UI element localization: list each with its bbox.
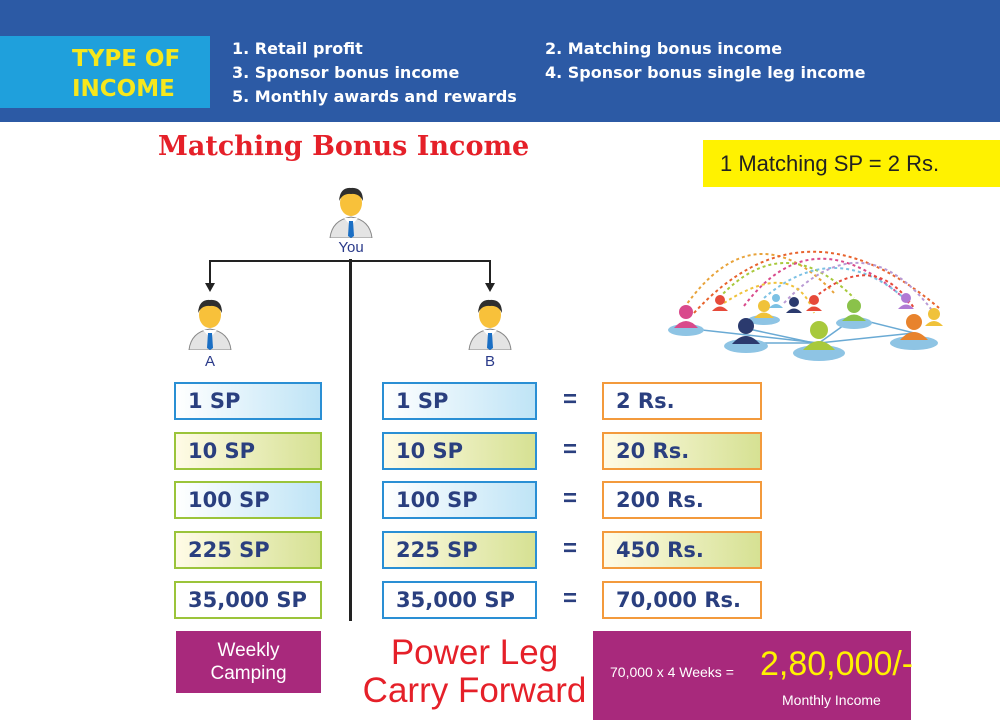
weekly-line2: Camping [210,663,287,684]
income-item-4: 4. Sponsor bonus single leg income [545,63,866,82]
income-item-1: 1. Retail profit [232,39,363,58]
tree-horizontal-line [209,260,491,262]
person-icon [188,299,232,350]
left-label: A [204,353,215,370]
income-item-2: 2. Matching bonus income [545,39,783,58]
leg-a-cell: 100 SP [174,481,322,519]
leg-a-cell: 1 SP [174,382,322,420]
weekly-camping-box: Weekly Camping [176,631,321,693]
rate-badge: 1 Matching SP = 2 Rs. [703,140,1000,187]
type-title-line2: INCOME [72,76,175,102]
person-icon [329,187,373,238]
monthly-amount: 2,80,000/- [760,645,914,683]
right-label: B [484,353,495,370]
value-cell: 200 Rs. [602,481,762,519]
income-item-3: 3. Sponsor bonus income [232,63,460,82]
value-cell: 20 Rs. [602,432,762,470]
power-line1: Power Leg [390,633,559,672]
arrow-down-icon [205,283,215,292]
equals-sign: = [562,585,577,612]
monthly-label: Monthly Income [782,692,881,708]
power-leg-text: Power Leg Carry Forward [352,634,597,710]
page-title: Matching Bonus Income [158,131,530,162]
monthly-income-box: 70,000 x 4 Weeks = 2,80,000/- Monthly In… [593,631,914,720]
value-cell: 2 Rs. [602,382,762,420]
network-illustration [668,250,943,361]
value-cell: 450 Rs. [602,531,762,569]
equals-sign: = [562,485,577,512]
leg-a-cell: 10 SP [174,432,322,470]
equals-sign: = [562,436,577,463]
leg-b-cell: 225 SP [382,531,537,569]
leg-b-cell: 10 SP [382,432,537,470]
tree-left-drop [209,260,211,284]
leg-b-cell: 35,000 SP [382,581,537,619]
equals-sign: = [562,386,577,413]
leg-b-cell: 1 SP [382,382,537,420]
equals-sign: = [562,535,577,562]
leg-b-cell: 100 SP [382,481,537,519]
leg-a-cell: 35,000 SP [174,581,322,619]
type-of-income-title: TYPE OF INCOME [72,44,180,104]
tree-right-drop [489,260,491,284]
person-icon [468,299,512,350]
income-item-5: 5. Monthly awards and rewards [232,87,517,106]
type-title-line1: TYPE OF [72,46,181,72]
center-divider [349,259,352,621]
power-line2: Carry Forward [362,671,587,710]
type-of-income-box [0,36,210,108]
root-label: You [338,239,364,256]
arrow-down-icon [485,283,495,292]
weekly-line1: Weekly [217,640,280,661]
leg-a-cell: 225 SP [174,531,322,569]
value-cell: 70,000 Rs. [602,581,762,619]
monthly-calc: 70,000 x 4 Weeks = [610,664,734,680]
